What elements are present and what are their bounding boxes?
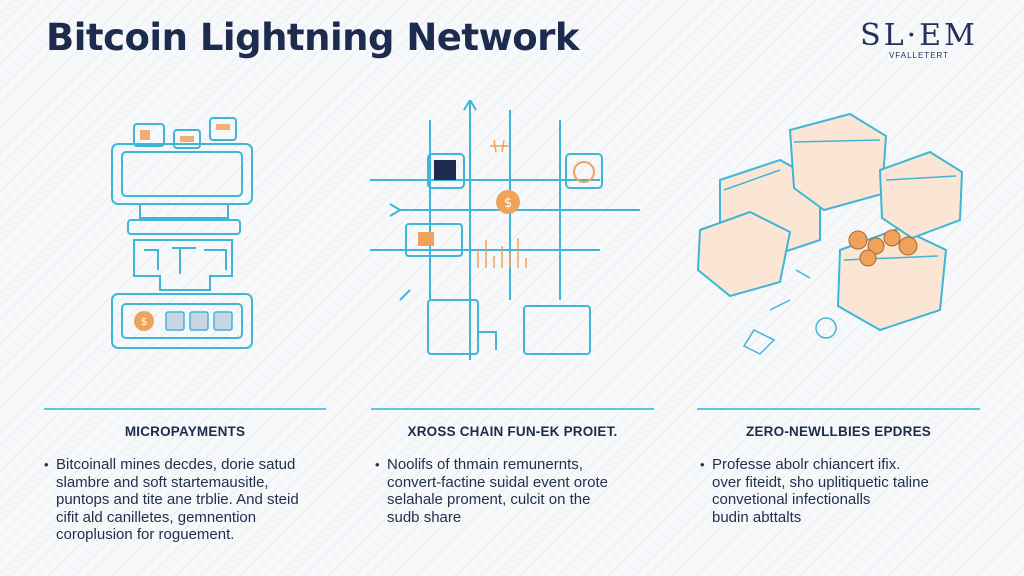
column-heading-zero-fees: ZERO-NEWLLBIES EPDRES [746, 424, 931, 439]
logo-mark: SL·EM [860, 18, 978, 53]
body-line: puntops and tite ane trblie. And steid [56, 491, 299, 508]
column-divider [44, 408, 326, 410]
dollar-coin-icon [134, 311, 154, 331]
column-heading-cross-chain: XROSS CHAIN FUN-EK PROIET. [407, 424, 618, 439]
brand-logo: SL·EM VFALLETERT [854, 18, 984, 60]
column-heading-micropayments: MICROPAYMENTS [124, 424, 246, 439]
network-hub-illustration: $ [370, 100, 640, 360]
column-divider [697, 408, 980, 410]
column-body-micropayments: Bitcoinall mines decdes, dorie satud sla… [44, 456, 338, 544]
body-line: Professe abolr chiancert ifix. [712, 456, 901, 473]
body-line: convert-factine suidal event orote [387, 473, 608, 491]
body-line: coroplusion for roguement. [56, 526, 235, 543]
body-line: convetional infectionalls [712, 491, 871, 508]
crypto-boxes-illustration [696, 112, 964, 355]
column-body-zero-fees: Professe abolr chiancert ifix. over fite… [700, 456, 992, 526]
body-line: budin abttalts [712, 508, 802, 526]
svg-text:$: $ [504, 196, 512, 211]
body-line: Bitcoinall mines decdes, dorie satud [56, 456, 296, 473]
column-body-cross-chain: Noolifs of thmain remunernts, convert-fa… [375, 456, 667, 526]
logo-subtitle: VFALLETERT [888, 51, 950, 60]
page-title: Bitcoin Lightning Network [46, 16, 580, 59]
body-line: selahale proment, culcit on the [387, 491, 591, 508]
body-line: cifit ald canilletes, gemnention [56, 508, 257, 526]
body-line: slambre and soft startemausitle, [56, 473, 269, 491]
body-line: Noolifs of thmain remunernts, [387, 456, 583, 473]
svg-text:$: $ [141, 315, 148, 328]
body-line: sudb share [387, 508, 462, 526]
wallet-stack-illustration: $ [111, 117, 253, 349]
column-divider [371, 408, 654, 410]
body-line: over fiteidt, sho uplitiquetic taline [712, 473, 929, 491]
